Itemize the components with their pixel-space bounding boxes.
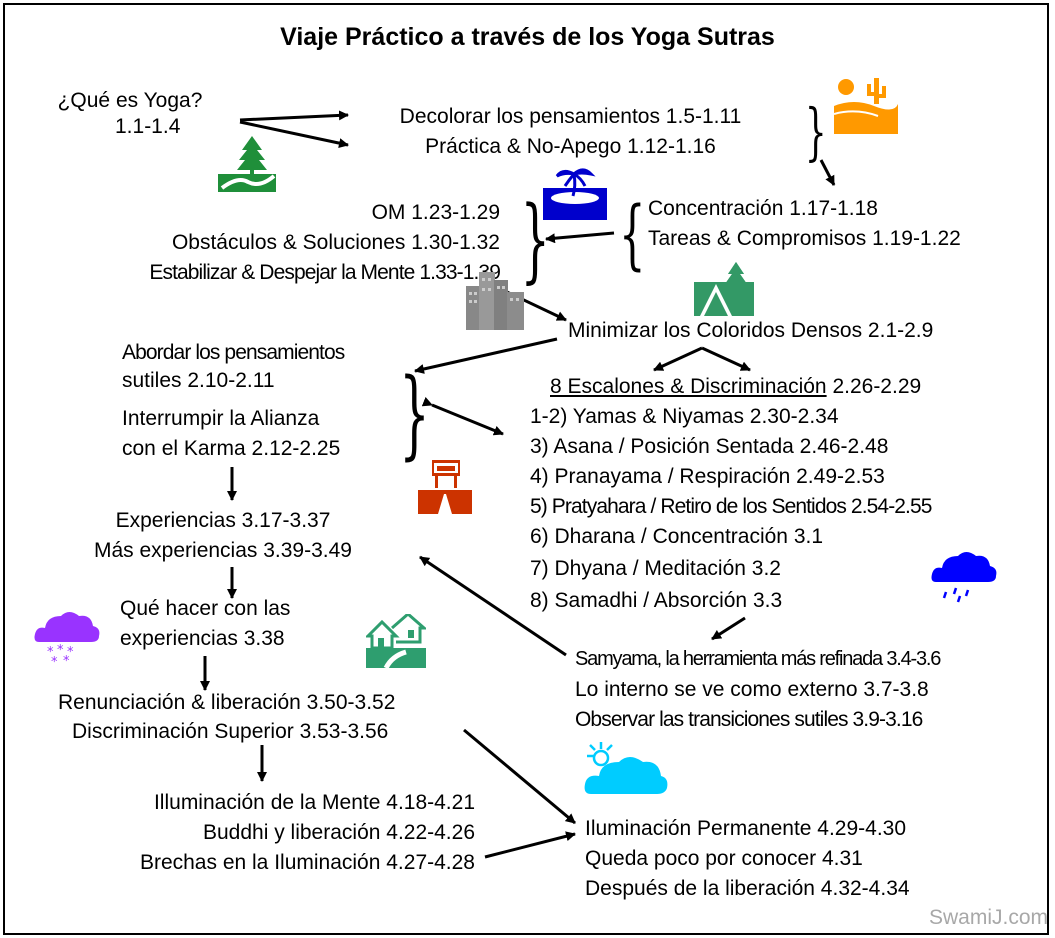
node-samyama-2: Lo interno se ve como externo 3.7-3.8 — [575, 678, 929, 701]
escalon-item: 4) Pranayama / Respiración 2.49-2.53 — [530, 465, 885, 488]
arrow-concentracion-to-om — [545, 231, 615, 244]
escalones-heading-underlined: 8 Escalones & Discriminación — [550, 375, 827, 398]
node-que-es-yoga-2: 1.1-1.4 — [115, 115, 181, 138]
node-renunciacion-1: Renunciación & liberación 3.50-3.52 — [58, 691, 396, 714]
node-experiencias-2: Más experiencias 3.39-3.49 — [94, 539, 352, 562]
sun-cloud-icon — [584, 742, 668, 794]
escalon-item: 8) Samadhi / Absorción 3.3 — [530, 589, 783, 612]
mountain-icon — [694, 262, 754, 316]
svg-text:*: * — [57, 643, 64, 658]
escalones-heading-ref: 2.26-2.29 — [826, 375, 922, 398]
node-abordar-3: Interrumpir la Alianza — [122, 407, 320, 430]
node-que-es-yoga-1: ¿Qué es Yoga? — [57, 89, 203, 112]
svg-text:*: * — [67, 645, 74, 660]
svg-text:*: * — [47, 645, 54, 660]
node-om-3: Estabilizar & Despejar la Mente 1.33-1.3… — [149, 261, 501, 284]
brace-decolorar: { — [804, 95, 827, 168]
svg-text:*: * — [63, 654, 70, 668]
arrow-minimizar-to-abordar — [414, 337, 558, 374]
escalon-item: 3) Asana / Posición Sentada 2.46-2.48 — [530, 435, 889, 458]
arrow-samadhi-to-samyama — [711, 616, 746, 641]
forest-icon — [218, 136, 276, 192]
brace-concentracion: { — [619, 189, 646, 278]
node-abordar-1: Abordar los pensamientos — [122, 341, 345, 364]
node-samyama-3: Observar las transiciones sutiles 3.9-3.… — [575, 708, 923, 731]
arrow-brechas-to-permanente — [484, 831, 576, 859]
node-minimizar: Minimizar los Coloridos Densos 2.1-2.9 — [568, 319, 934, 342]
node-permanente-1: Iluminación Permanente 4.29-4.30 — [585, 817, 907, 840]
escalon-item: 7) Dhyana / Meditación 3.2 — [530, 557, 781, 580]
node-illuminacion-1: Illuminación de la Mente 4.18-4.21 — [153, 791, 475, 814]
node-renunciacion-2: Discriminación Superior 3.53-3.56 — [72, 720, 389, 743]
escalones-heading: 8 Escalones & Discriminación 2.26-2.29 — [550, 374, 921, 400]
escalon-item: 5) Pratyahara / Retiro de los Sentidos 2… — [530, 495, 932, 518]
node-experiencias-1: Experiencias 3.17-3.37 — [115, 509, 331, 532]
escalon-item: 6) Dharana / Concentración 3.1 — [530, 525, 824, 548]
node-que-hacer-1: Qué hacer con las — [120, 597, 291, 620]
node-om-2: Obstáculos & Soluciones 1.30-1.32 — [171, 231, 500, 254]
node-samyama-1: Samyama, la herramienta más refinada 3.4… — [575, 648, 941, 670]
escalon-item: 1-2) Yamas & Niyamas 2.30-2.34 — [530, 405, 839, 428]
node-concentracion-1: Concentración 1.17-1.18 — [648, 197, 878, 220]
node-abordar-4: con el Karma 2.12-2.25 — [122, 437, 341, 460]
arrow-minimizar-to-left — [653, 346, 703, 372]
node-om-1: OM 1.23-1.29 — [371, 201, 500, 224]
node-illuminacion-3: Brechas en la Iluminación 4.27-4.28 — [139, 851, 475, 874]
svg-text:*: * — [51, 655, 58, 668]
rain-cloud-icon — [931, 552, 997, 603]
houses-icon — [366, 614, 426, 668]
desert-icon — [834, 76, 898, 134]
arrow-renunciacion-to-permanente — [463, 728, 576, 825]
node-illuminacion-2: Buddhi y liberación 4.22-4.26 — [202, 821, 475, 844]
arrow-minimizar-to-right — [701, 346, 751, 372]
arrow-yoga-to-practica — [239, 120, 349, 149]
snow-cloud-icon: *** ** — [34, 612, 100, 668]
road-icon — [418, 460, 472, 514]
node-abordar-2: sutiles 2.10-2.11 — [122, 369, 275, 392]
node-decolorar-2: Práctica & No-Apego 1.12-1.16 — [425, 135, 716, 158]
arrow-samyama-to-experiencias — [419, 555, 567, 657]
node-que-hacer-2: experiencias 3.38 — [120, 627, 285, 650]
node-permanente-2: Queda poco por conocer 4.31 — [585, 847, 863, 870]
diagram-frame — [3, 3, 1049, 935]
city-icon — [466, 272, 524, 330]
credit: SwamiJ.com — [928, 906, 1048, 929]
node-concentracion-2: Tareas & Compromisos 1.19-1.22 — [648, 227, 961, 250]
diagram-title: Viaje Práctico a través de los Yoga Sutr… — [280, 23, 775, 51]
brace-abordar: { — [399, 358, 430, 470]
arrow-yoga-to-decolorar — [239, 110, 349, 122]
island-icon — [543, 168, 607, 220]
node-decolorar-1: Decolorar los pensamientos 1.5-1.11 — [399, 105, 742, 128]
arrow-decolorar-to-concentracion — [819, 159, 836, 186]
node-permanente-3: Después de la liberación 4.32-4.34 — [585, 877, 910, 900]
arrow-abordar-escalones — [421, 396, 504, 436]
